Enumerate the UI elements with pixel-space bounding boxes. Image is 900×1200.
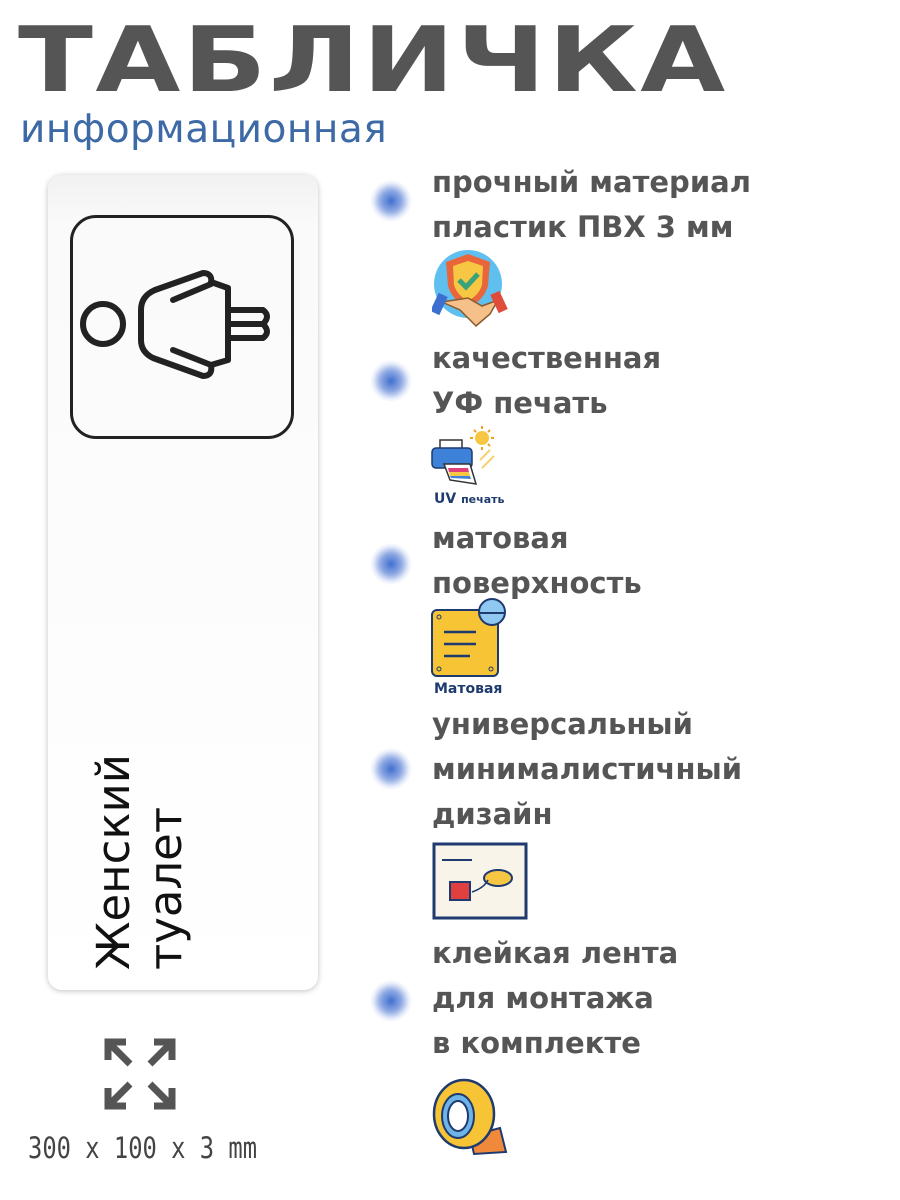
feature-line: для монтажа	[432, 981, 654, 1015]
sign-preview: Женский туалет	[48, 175, 318, 990]
bullet-icon	[370, 360, 412, 402]
feature-line: прочный материал	[432, 165, 751, 199]
uv-caption: UV печать	[434, 490, 504, 509]
feature-line: универсальный	[432, 707, 693, 741]
sign-text-line2: туалет	[139, 806, 192, 970]
bullet-icon	[370, 748, 412, 790]
product-subtitle: информационная	[20, 107, 388, 152]
feature-line: минималистичный	[432, 752, 743, 786]
feature-design: универсальный минималистичный дизайн	[432, 702, 742, 837]
design-card-icon	[432, 842, 528, 924]
feature-line: клейкая лента	[432, 936, 679, 970]
feature-tape: клейкая лента для монтажа в комплекте	[432, 931, 678, 1066]
feature-line: качественная	[432, 341, 662, 375]
uv-caption-text: печать	[461, 493, 505, 506]
feature-line: в комплекте	[432, 1026, 641, 1060]
feature-line: матовая	[432, 521, 569, 555]
tape-roll-icon	[430, 1076, 510, 1160]
resize-arrows-icon	[104, 1038, 176, 1114]
product-title: ТАБЛИЧКА	[18, 8, 728, 113]
feature-printing: качественная УФ печать	[432, 336, 661, 426]
uv-printer-icon	[430, 424, 502, 490]
matte-caption: Матовая	[434, 681, 503, 697]
sign-text: Женский туалет	[87, 695, 348, 970]
bullet-icon	[370, 980, 412, 1022]
feature-material: прочный материал пластик ПВХ 3 мм	[432, 160, 751, 250]
matte-panel-icon	[430, 598, 510, 684]
feature-line: поверхность	[432, 566, 642, 600]
feature-line: дизайн	[432, 797, 553, 831]
shield-handshake-icon	[430, 250, 508, 334]
uv-caption-bold: UV	[434, 491, 457, 507]
feature-matte: матовая поверхность	[432, 516, 642, 606]
bullet-icon	[370, 180, 412, 222]
bullet-icon	[370, 543, 412, 585]
female-restroom-pictogram-icon	[70, 215, 294, 439]
sign-text-line1: Женский	[87, 754, 140, 970]
feature-line: УФ печать	[432, 386, 608, 420]
feature-line: пластик ПВХ 3 мм	[432, 210, 734, 244]
dimensions-label: 300 x 100 x 3 mm	[28, 1131, 258, 1165]
